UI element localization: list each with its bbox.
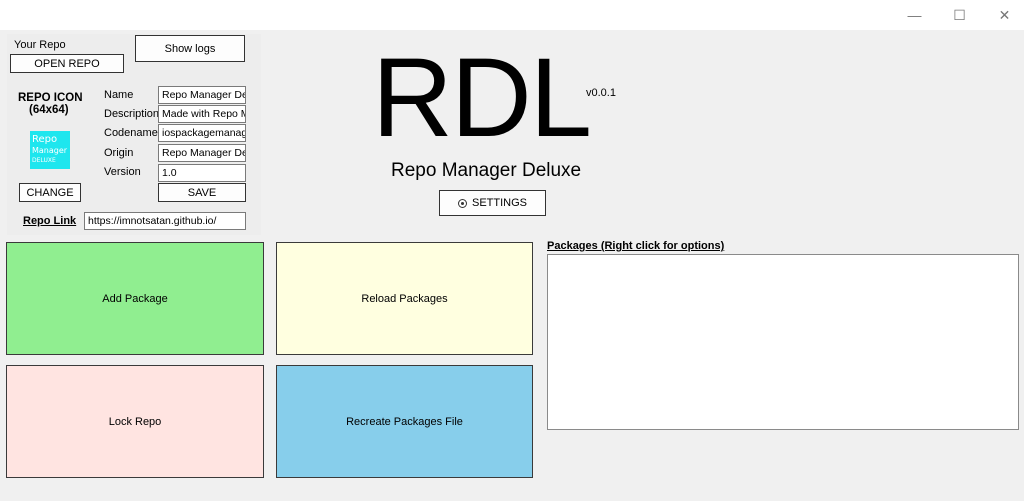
repo-icon-image: Repo Manager DELUXE [30, 131, 70, 169]
repo-icon-text-3: DELUXE [32, 157, 56, 164]
version-label: Version [104, 166, 141, 178]
repo-icon-text-2: Manager [32, 146, 68, 155]
maximize-icon: ☐ [953, 6, 966, 23]
minimize-icon: — [907, 7, 922, 23]
lock-repo-label: Lock Repo [108, 415, 162, 428]
origin-label: Origin [104, 147, 134, 159]
origin-field[interactable]: Repo Manager Del [158, 144, 246, 162]
save-button[interactable]: SAVE [158, 183, 246, 202]
packages-list[interactable] [547, 254, 1019, 430]
rdl-logo: RDL [372, 35, 592, 160]
settings-button[interactable]: SETTINGS [439, 190, 546, 216]
maximize-button[interactable]: ☐ [937, 0, 982, 30]
show-logs-button[interactable]: Show logs [135, 35, 245, 62]
gear-icon [457, 198, 467, 208]
description-field[interactable]: Made with Repo M [158, 105, 246, 123]
minimize-button[interactable]: — [892, 0, 937, 30]
title-bar: — ☐ ✕ [0, 0, 1024, 30]
close-icon: ✕ [998, 6, 1011, 23]
change-icon-button[interactable]: CHANGE [19, 183, 81, 202]
description-label: Description [104, 108, 160, 120]
lock-repo-button[interactable]: Lock Repo [6, 365, 264, 478]
recreate-packages-button[interactable]: Recreate Packages File [276, 365, 533, 478]
packages-label: Packages (Right click for options) [547, 240, 725, 252]
repo-link-field[interactable]: https://imnotsatan.github.io/ [84, 212, 246, 230]
codename-label: Codename [104, 127, 158, 139]
codename-field[interactable]: iospackagemanage [158, 124, 246, 142]
repo-icon-size: (64x64) [29, 104, 69, 116]
repo-link-label: Repo Link [23, 215, 77, 227]
repo-icon-text-1: Repo [32, 134, 58, 145]
recreate-packages-label: Recreate Packages File [346, 415, 463, 428]
settings-label: SETTINGS [471, 197, 527, 209]
repo-icon-heading: REPO ICON [18, 92, 83, 104]
add-package-label: Add Package [102, 292, 168, 305]
version-field[interactable]: 1.0 [158, 164, 246, 182]
name-label: Name [104, 89, 134, 101]
app-title: Repo Manager Deluxe [391, 160, 582, 181]
open-repo-button[interactable]: OPEN REPO [10, 54, 124, 73]
reload-packages-button[interactable]: Reload Packages [276, 242, 533, 355]
your-repo-label: Your Repo [14, 39, 66, 51]
close-button[interactable]: ✕ [982, 0, 1024, 30]
reload-packages-label: Reload Packages [361, 292, 448, 305]
add-package-button[interactable]: Add Package [6, 242, 264, 355]
name-field[interactable]: Repo Manager Del [158, 86, 246, 104]
version-label: v0.0.1 [586, 87, 616, 99]
